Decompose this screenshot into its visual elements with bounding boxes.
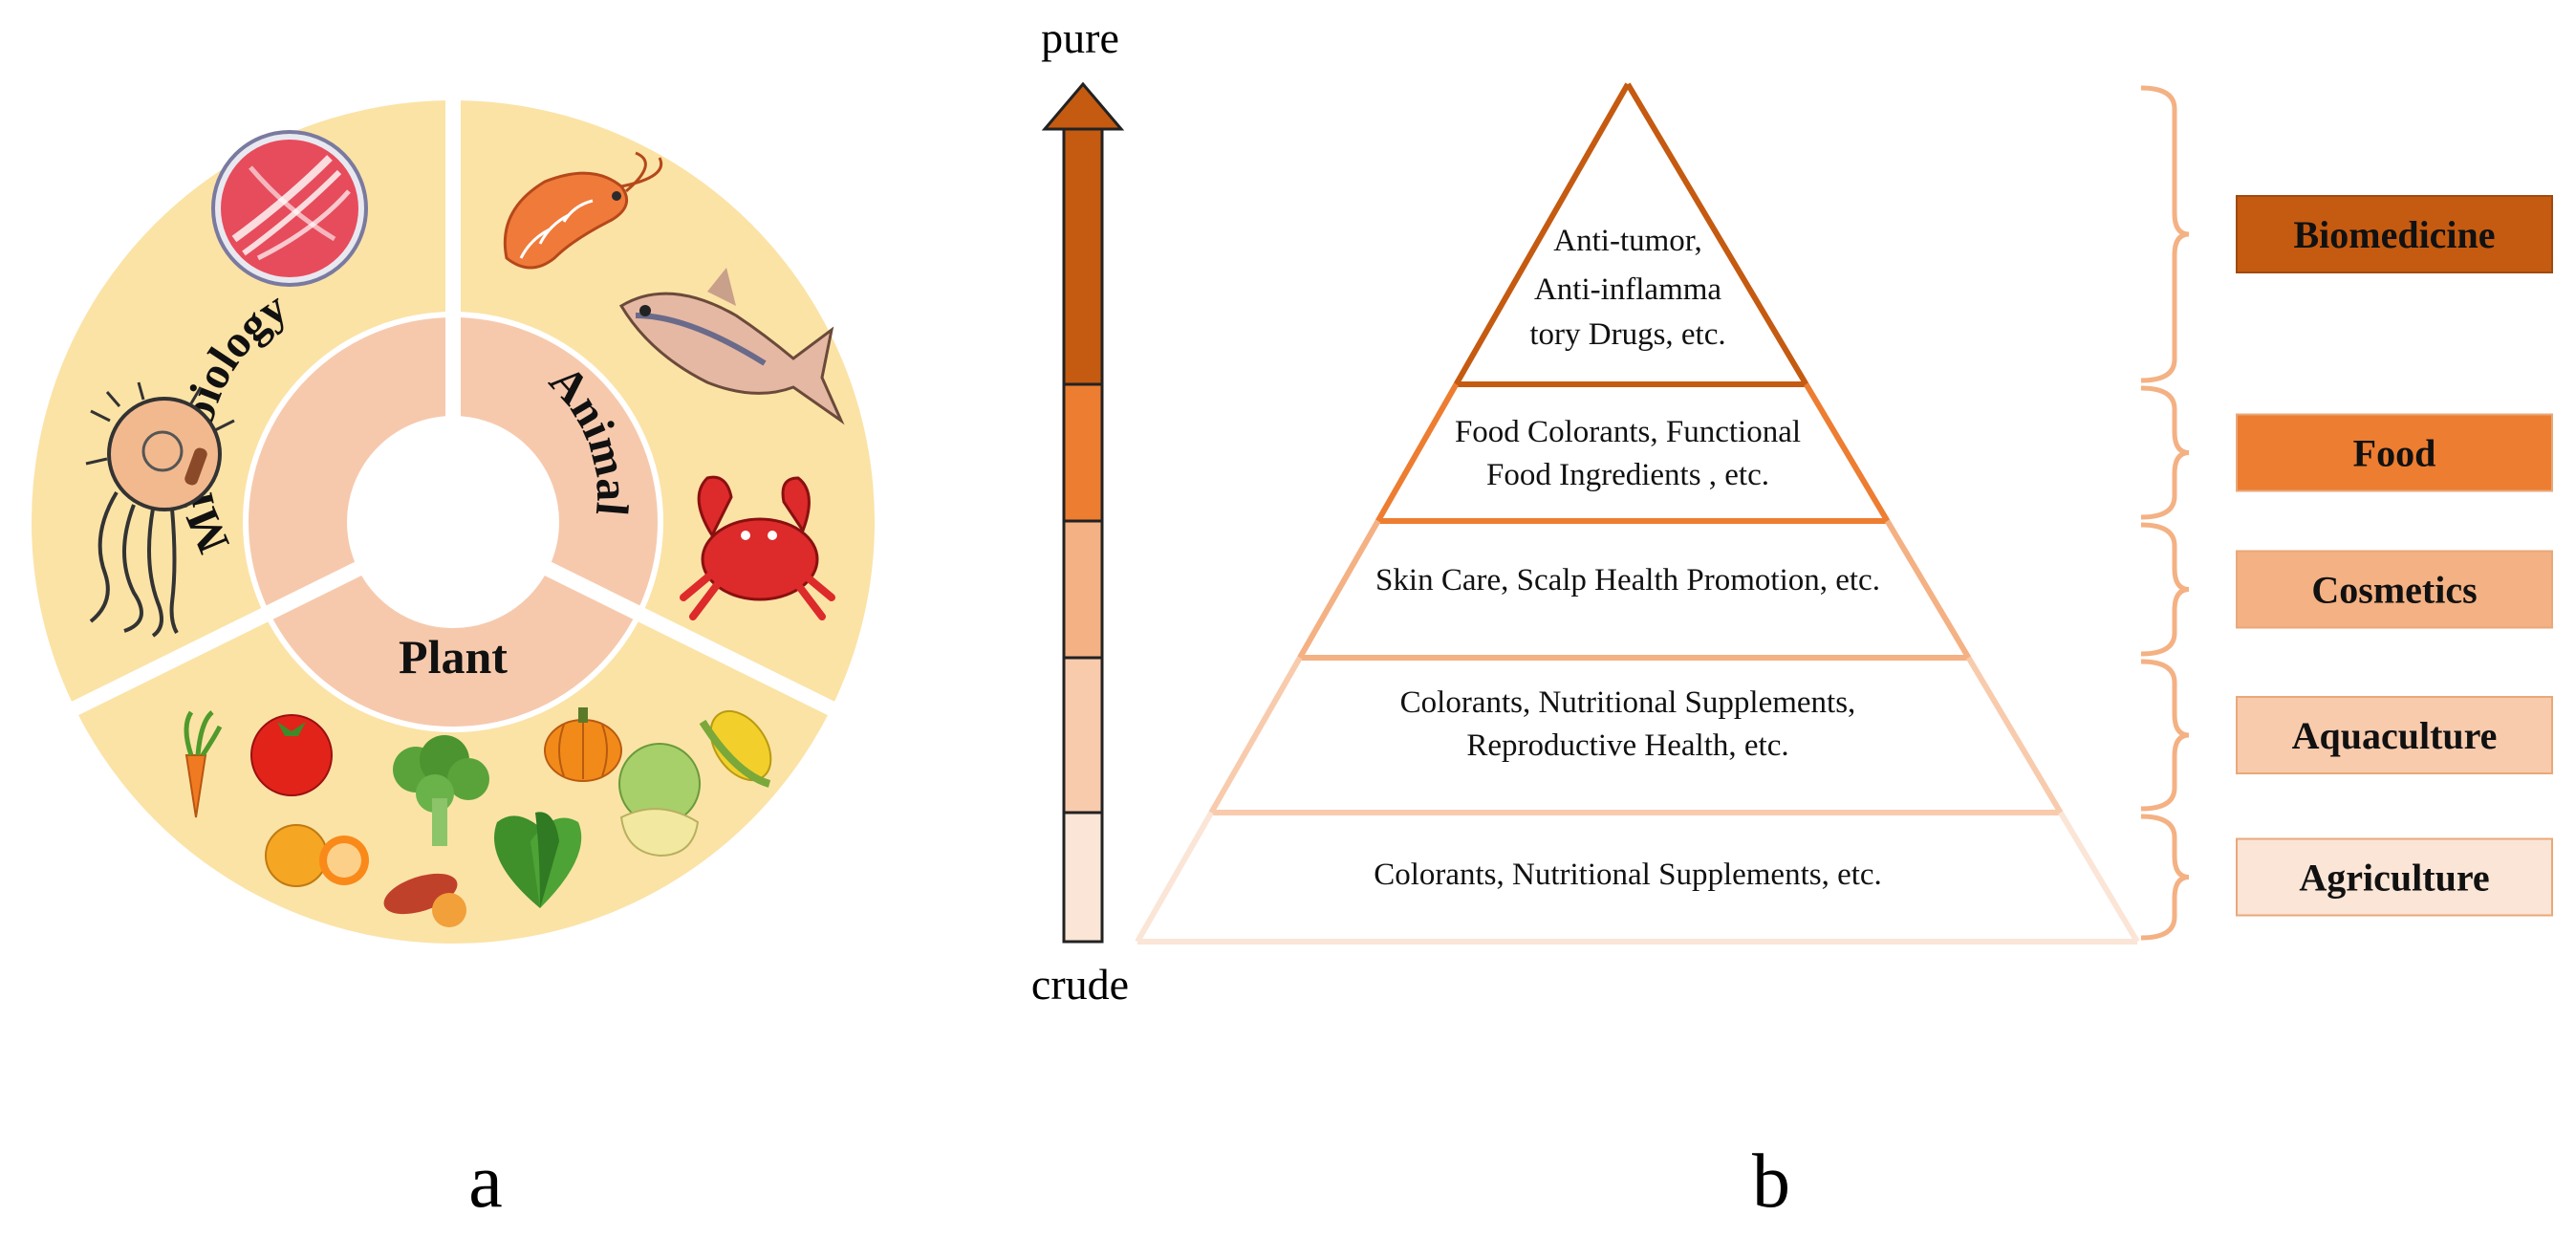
panel-b-pyramid: pure crude Anti-tumor, Anti-inflamma tory … xyxy=(1031,13,2553,1224)
fish-icon xyxy=(618,268,845,425)
tier-1-text-line-1: Anti-tumor, xyxy=(1553,224,1701,258)
application-label: Biomedicine xyxy=(2293,213,2495,256)
application-agriculture: Agriculture xyxy=(2236,837,2553,917)
scale-label-bottom: crude xyxy=(1031,960,1129,1009)
pyramid-tier-1: Anti-tumor, Anti-inflamma tory Drugs, etc. xyxy=(1453,82,1809,387)
application-list: BiomedicineFoodCosmeticsAquacultureAgric… xyxy=(2140,85,2553,941)
carrot-icon xyxy=(184,710,223,818)
brace-3 xyxy=(2140,522,2190,657)
tier-3-text-line-1: Skin Care, Scalp Health Promotion, etc. xyxy=(1375,563,1880,597)
application-biomedicine: Biomedicine xyxy=(2236,195,2553,273)
pumpkin-icon xyxy=(544,707,622,782)
sweet-potato-icon xyxy=(383,873,466,927)
bacterium-icon xyxy=(85,381,235,638)
application-label: Cosmetics xyxy=(2311,569,2477,612)
application-food: Food xyxy=(2236,413,2553,492)
scale-segment-5 xyxy=(1062,811,1104,944)
tier-1-text-line-2: Anti-inflamma xyxy=(1534,272,1721,307)
application-cosmetics: Cosmetics xyxy=(2236,550,2553,629)
tier-1-text-line-3: tory Drugs, etc. xyxy=(1529,317,1725,352)
scale-segment-4 xyxy=(1062,656,1104,814)
scale-segment-2 xyxy=(1062,382,1104,523)
panel-letter-b: b xyxy=(1752,1140,1790,1224)
tier-2-text-line-2: Food Ingredients , etc. xyxy=(1486,458,1769,492)
crab-icon xyxy=(680,475,835,620)
scale-label-top: pure xyxy=(1041,13,1119,62)
tier-4-text-line-2: Reproductive Health, etc. xyxy=(1466,728,1788,763)
spinach-icon xyxy=(494,812,582,908)
pyramid-tier-3: Skin Care, Scalp Health Promotion, etc. xyxy=(1297,519,1972,661)
brace-1 xyxy=(2140,85,2190,383)
tier-4-text-line-1: Colorants, Nutritional Supplements, xyxy=(1400,685,1856,720)
sector-label-plant: Plant xyxy=(399,630,508,684)
pyramid-tier-4: Colorants, Nutritional Supplements, Repro… xyxy=(1208,656,2064,815)
application-label: Aquaculture xyxy=(2292,714,2498,757)
application-label: Food xyxy=(2353,432,2436,475)
pyramid-tier-5: Colorants, Nutritional Supplements, etc. xyxy=(1135,811,2140,945)
tomato-icon xyxy=(250,714,333,796)
application-label: Agriculture xyxy=(2299,857,2489,900)
application-aquaculture: Aquaculture xyxy=(2236,696,2553,774)
panel-letter-a: a xyxy=(468,1140,503,1224)
panel-a-source-wheel: Microbiology Animal Plant xyxy=(32,91,875,1224)
melon-icon xyxy=(618,743,701,858)
shrimp-icon xyxy=(503,151,662,270)
brace-5 xyxy=(2140,814,2190,941)
petri-dish-icon xyxy=(211,130,368,287)
broccoli-icon xyxy=(393,735,489,846)
pyramid: Anti-tumor, Anti-inflamma tory Drugs, etc.… xyxy=(1135,82,2140,945)
brace-2 xyxy=(2140,385,2190,520)
scale-segment-3 xyxy=(1062,519,1104,660)
scale-arrow-head xyxy=(1041,81,1125,131)
tier-5-text-line-1: Colorants, Nutritional Supplements, etc. xyxy=(1374,858,1882,892)
brace-4 xyxy=(2140,659,2190,812)
scale-segment-1 xyxy=(1062,127,1104,386)
tier-2-text-line-1: Food Colorants, Functional xyxy=(1455,415,1801,449)
orange-icon xyxy=(265,824,369,887)
corn-icon xyxy=(699,709,772,788)
purity-scale-bar xyxy=(1041,81,1125,944)
